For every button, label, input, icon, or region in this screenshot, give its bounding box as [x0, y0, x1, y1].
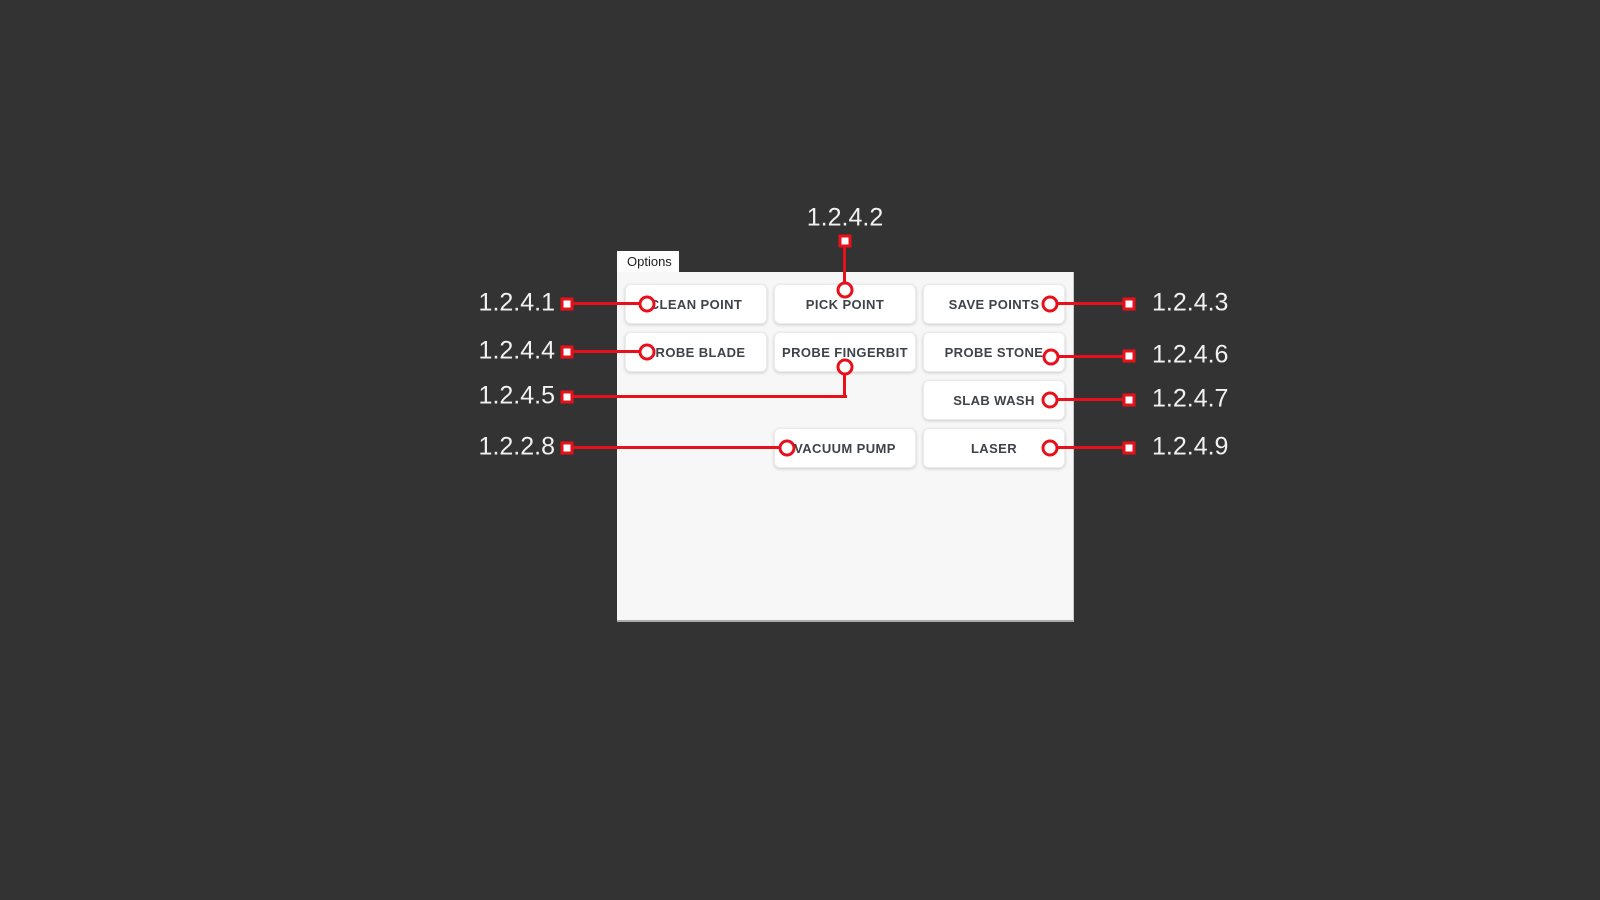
circle-marker-icon — [638, 295, 656, 313]
button-slab-wash[interactable]: SLAB WASH — [923, 380, 1065, 420]
square-marker-icon — [560, 441, 574, 455]
callout-label: 1.2.4.6 — [1152, 340, 1229, 369]
circle-marker-icon — [836, 281, 854, 299]
button-probe-stone[interactable]: PROBE STONE — [923, 332, 1065, 372]
tab-options[interactable]: Options — [617, 251, 679, 272]
button-probe-blade[interactable]: PROBE BLADE — [625, 332, 767, 372]
callout-label: 1.2.4.7 — [1152, 384, 1229, 413]
callout-line — [1050, 355, 1130, 358]
callout-label: 1.2.4.4 — [478, 336, 555, 365]
button-save-points[interactable]: SAVE POINTS — [923, 284, 1065, 324]
square-marker-icon — [1122, 393, 1136, 407]
button-vacuum-pump[interactable]: VACUUM PUMP — [774, 428, 916, 468]
square-marker-icon — [560, 390, 574, 404]
callout-line — [567, 350, 649, 353]
square-marker-icon — [838, 234, 852, 248]
callout-label: 1.2.4.2 — [806, 203, 884, 232]
circle-marker-icon — [836, 358, 854, 376]
callout-line — [567, 302, 649, 305]
callout-label: 1.2.4.9 — [1152, 432, 1229, 461]
circle-marker-icon — [1041, 391, 1059, 409]
square-marker-icon — [1122, 297, 1136, 311]
button-laser[interactable]: LASER — [923, 428, 1065, 468]
circle-marker-icon — [638, 343, 656, 361]
callout-line — [1050, 446, 1130, 449]
callout-line — [843, 367, 846, 397]
circle-marker-icon — [1041, 439, 1059, 457]
callout-line — [567, 446, 789, 449]
square-marker-icon — [560, 297, 574, 311]
square-marker-icon — [1122, 349, 1136, 363]
callout-label: 1.2.4.3 — [1152, 288, 1229, 317]
callout-line — [1050, 302, 1130, 305]
square-marker-icon — [560, 345, 574, 359]
circle-marker-icon — [1042, 348, 1060, 366]
circle-marker-icon — [778, 439, 796, 457]
callout-line — [567, 395, 847, 398]
callout-label: 1.2.4.1 — [478, 288, 555, 317]
callout-label: 1.2.2.8 — [478, 432, 555, 461]
circle-marker-icon — [1041, 295, 1059, 313]
square-marker-icon — [1122, 441, 1136, 455]
callout-label: 1.2.4.5 — [478, 381, 555, 410]
callout-line — [843, 241, 846, 290]
callout-line — [1050, 398, 1130, 401]
